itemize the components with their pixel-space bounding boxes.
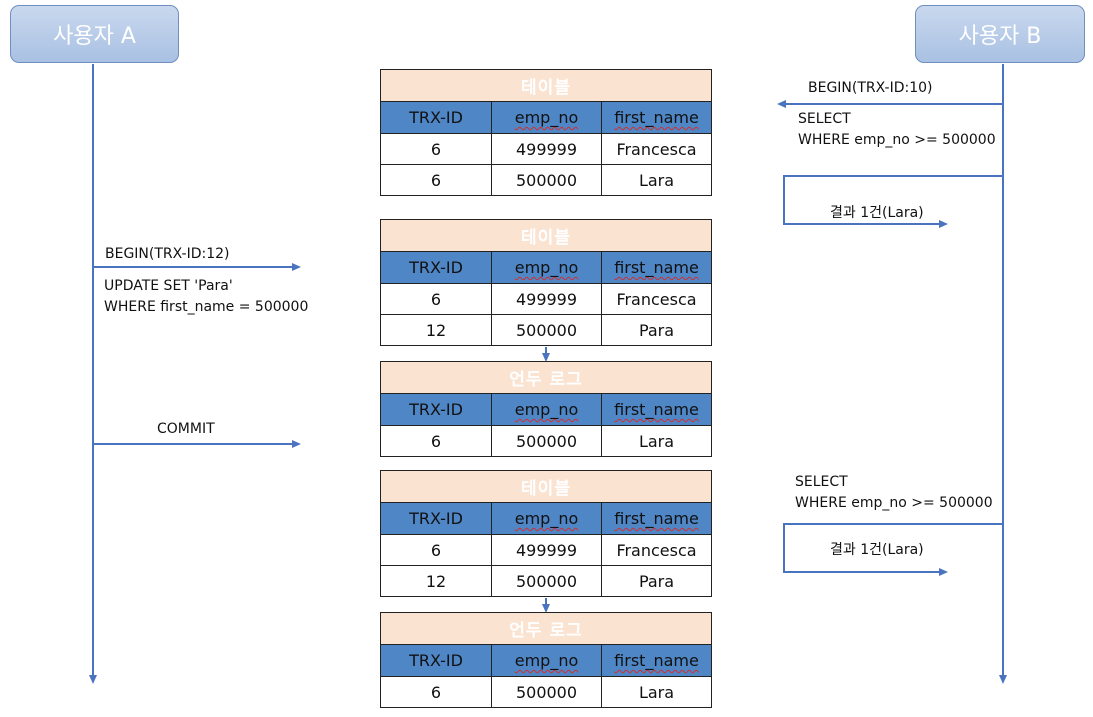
table-cell: 500000 (491, 565, 602, 597)
col-header-first-name: first_name (600, 502, 713, 535)
table-cell: Francesca (600, 133, 713, 165)
user-b-result1-bottom-line (783, 223, 940, 225)
table-cell: 500000 (491, 676, 602, 708)
table-cell: Para (600, 565, 713, 597)
user-b-result2-label: 결과 1건(Lara) (830, 542, 924, 558)
table-cell: Francesca (600, 534, 713, 566)
col-header-emp-no-text: emp_no (514, 108, 579, 127)
col-header-first-name-text: first_name (614, 108, 699, 127)
actor-user-b: 사용자 B (915, 5, 1085, 63)
user-a-update-line2-text: WHERE first_name = 500000 (104, 299, 309, 315)
table-cell: 12 (380, 314, 492, 346)
lifeline-user-a-arrowhead (89, 675, 97, 684)
user-b-select2-line2: WHERE emp_no >= 500000 (795, 495, 993, 511)
table-cell: 499999 (491, 534, 602, 566)
col-header-trx-id: TRX-ID (380, 644, 492, 677)
table-2: 테이블 TRX-ID emp_no first_name 6 499999 Fr… (379, 219, 713, 346)
undo-log-2-title: 언두 로그 (380, 612, 712, 645)
user-b-result1-side-line (783, 175, 785, 225)
table-cell: Para (600, 314, 713, 346)
user-b-result2-side-line (783, 523, 785, 573)
user-b-result1-label: 결과 1건(Lara) (830, 205, 924, 221)
table-cell: Lara (601, 676, 712, 708)
col-header-emp-no-text: emp_no (514, 400, 579, 419)
user-b-select1-line2: WHERE emp_no >= 500000 (798, 132, 996, 148)
col-header-first-name: first_name (601, 393, 712, 426)
actor-user-a: 사용자 A (10, 5, 179, 63)
table-1-title: 테이블 (379, 69, 713, 102)
col-header-first-name: first_name (600, 251, 713, 284)
user-b-result1-arrowhead (939, 220, 948, 228)
table-cell: 6 (380, 534, 492, 566)
user-a-commit-arrowhead (292, 440, 301, 448)
col-header-emp-no: emp_no (491, 644, 602, 677)
table-cell: 6 (380, 425, 492, 457)
col-header-trx-id: TRX-ID (380, 251, 492, 284)
table-cell: 6 (380, 164, 492, 196)
user-b-begin-arrowhead (777, 100, 786, 108)
col-header-trx-id: TRX-ID (380, 393, 492, 426)
user-a-update-line1: UPDATE SET 'Para' (104, 278, 233, 294)
user-a-update-line2: WHERE first_name = 500000 (104, 297, 308, 318)
lifeline-user-b-arrowhead (999, 675, 1007, 684)
undo-log-1-title: 언두 로그 (380, 361, 712, 394)
undo-log-1: 언두 로그 TRX-ID emp_no first_name 6 500000 … (380, 361, 712, 457)
table-cell: 6 (380, 676, 492, 708)
col-header-emp-no: emp_no (491, 502, 602, 535)
col-header-emp-no: emp_no (491, 251, 602, 284)
user-b-result2-bottom-line (783, 571, 940, 573)
user-a-commit-arrow-line (93, 443, 293, 445)
table-cell: 6 (380, 133, 492, 165)
lifeline-user-a (92, 64, 94, 676)
undo-link-2-line (545, 598, 547, 606)
table-2-title: 테이블 (379, 219, 713, 252)
user-a-begin-arrow-line (93, 266, 293, 268)
table-3-title: 테이블 (379, 470, 713, 503)
user-b-select2-line1: SELECT (795, 474, 848, 490)
col-header-emp-no-text: emp_no (514, 651, 579, 670)
col-header-first-name: first_name (600, 101, 713, 134)
user-b-result2-arrowhead (939, 568, 948, 576)
col-header-emp-no: emp_no (491, 393, 602, 426)
table-cell: Lara (600, 164, 713, 196)
undo-link-1-arrowhead (542, 353, 550, 362)
table-cell: Lara (601, 425, 712, 457)
user-b-result1-top-line (783, 175, 1003, 177)
col-header-first-name-text: first_name (614, 651, 699, 670)
col-header-emp-no-text: emp_no (514, 258, 579, 277)
user-a-begin-arrowhead (292, 263, 301, 271)
table-cell: Francesca (600, 283, 713, 315)
col-header-first-name-text: first_name (614, 258, 699, 277)
table-cell: 500000 (491, 314, 602, 346)
user-b-begin-arrow-line (785, 103, 1003, 105)
table-cell: 12 (380, 565, 492, 597)
user-a-commit-label: COMMIT (157, 421, 215, 437)
undo-link-2-arrowhead (542, 604, 550, 613)
col-header-first-name-text: first_name (614, 509, 699, 528)
col-header-emp-no: emp_no (491, 101, 602, 134)
undo-link-1-line (545, 347, 547, 355)
table-3: 테이블 TRX-ID emp_no first_name 6 499999 Fr… (379, 470, 713, 597)
table-cell: 499999 (491, 133, 602, 165)
table-cell: 499999 (491, 283, 602, 315)
user-b-result2-top-line (783, 523, 1003, 525)
user-a-begin-label: BEGIN(TRX-ID:12) (105, 246, 230, 262)
col-header-trx-id: TRX-ID (380, 502, 492, 535)
lifeline-user-b (1002, 64, 1004, 676)
col-header-first-name-text: first_name (614, 400, 699, 419)
col-header-emp-no-text: emp_no (514, 509, 579, 528)
user-b-begin-label: BEGIN(TRX-ID:10) (808, 80, 933, 96)
undo-log-2: 언두 로그 TRX-ID emp_no first_name 6 500000 … (380, 612, 712, 708)
table-cell: 500000 (491, 425, 602, 457)
table-cell: 6 (380, 283, 492, 315)
col-header-trx-id: TRX-ID (380, 101, 492, 134)
table-cell: 500000 (491, 164, 602, 196)
table-1: 테이블 TRX-ID emp_no first_name 6 499999 Fr… (379, 69, 713, 196)
user-b-select1-line1: SELECT (798, 111, 851, 127)
col-header-first-name: first_name (601, 644, 712, 677)
